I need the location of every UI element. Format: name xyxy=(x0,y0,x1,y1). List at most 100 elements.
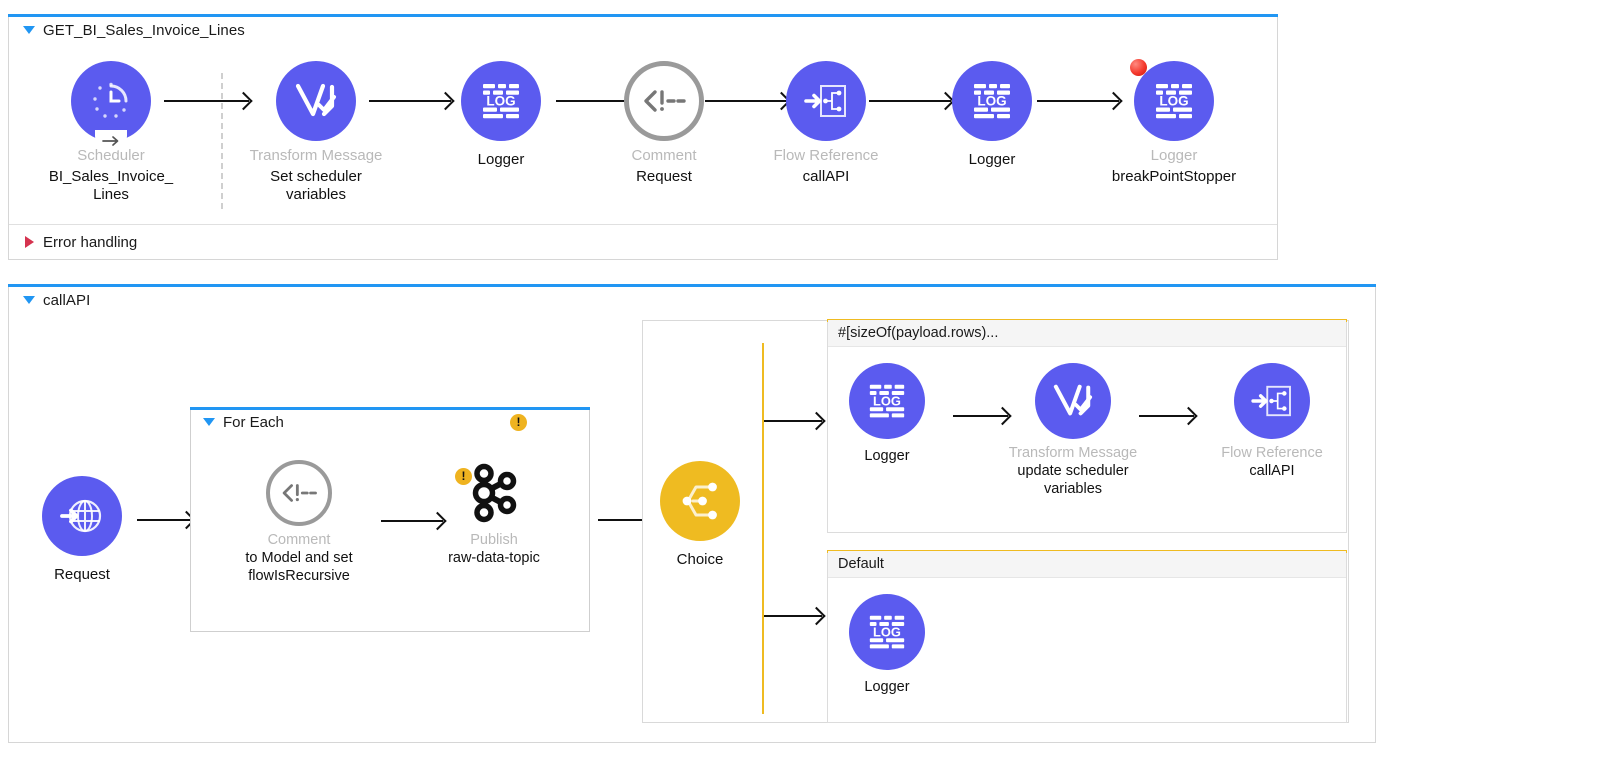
svg-text:LOG: LOG xyxy=(873,393,901,408)
node-scheduler[interactable]: Scheduler BI_Sales_Invoice_Lines xyxy=(31,61,191,204)
flow-panel-accent-bar xyxy=(8,284,1376,287)
transform-message-icon xyxy=(276,61,356,141)
source-separator xyxy=(221,73,223,209)
node-name-label: raw-data-topic xyxy=(448,550,540,567)
node-name-label: Choice xyxy=(676,551,724,568)
node-comment-request[interactable]: Comment Request xyxy=(584,61,744,186)
node-choice[interactable]: Choice xyxy=(620,461,780,569)
collapse-triangle-icon[interactable] xyxy=(23,26,35,34)
node-name-label: Logger xyxy=(968,151,1016,168)
route-header: Default xyxy=(828,551,1346,578)
node-type-label: Flow Reference xyxy=(1221,445,1323,461)
svg-text:LOG: LOG xyxy=(1159,94,1188,109)
breakpoint-indicator-icon[interactable] xyxy=(1130,59,1147,76)
node-type-label: Logger xyxy=(1150,147,1198,164)
svg-text:LOG: LOG xyxy=(873,624,901,639)
node-flow-reference-callapi[interactable]: Flow Reference callAPI xyxy=(746,61,906,186)
flow-reference-icon xyxy=(1234,363,1310,439)
node-name-label: Logger xyxy=(864,448,910,464)
transform-message-icon xyxy=(1035,363,1111,439)
choice-icon xyxy=(660,461,740,541)
node-name-label: Request xyxy=(54,566,110,583)
node-publish-raw-data-topic[interactable]: ! xyxy=(419,460,569,568)
flow-panel-get-bi-sales-invoice-lines[interactable]: GET_BI_Sales_Invoice_Lines xyxy=(8,14,1278,260)
flow-header[interactable]: GET_BI_Sales_Invoice_Lines xyxy=(9,15,609,45)
node-logger-route1[interactable]: LOG Logger xyxy=(812,363,962,466)
connector-arrow xyxy=(953,415,1008,417)
choice-route-default[interactable]: Default LOG xyxy=(827,550,1347,723)
node-type-label: Transform Message xyxy=(249,147,383,164)
scope-for-each[interactable]: For Each ! Comment to Model and se xyxy=(190,407,590,632)
logger-icon: LOG xyxy=(849,363,925,439)
node-type-label: Flow Reference xyxy=(773,147,879,164)
warning-badge-icon[interactable]: ! xyxy=(510,414,527,431)
node-http-request[interactable]: Request xyxy=(2,476,162,584)
connector-arrow xyxy=(1139,415,1194,417)
connector-arrow xyxy=(381,520,443,522)
expand-triangle-icon[interactable] xyxy=(25,236,34,248)
connector-arrow xyxy=(764,420,822,422)
node-logger-1[interactable]: LOG Logger xyxy=(421,61,581,169)
comment-icon xyxy=(266,460,332,526)
choice-route-condition[interactable]: #[sizeOf(payload.rows)... xyxy=(827,319,1347,533)
connector-arrow xyxy=(869,100,951,102)
flow-reference-icon xyxy=(786,61,866,141)
scheduler-arrow-badge xyxy=(95,130,127,152)
node-logger-2[interactable]: LOG Logger xyxy=(912,61,1072,169)
error-handling-label: Error handling xyxy=(43,233,138,251)
node-type-label: Publish xyxy=(470,532,518,548)
http-request-icon xyxy=(42,476,122,556)
node-flow-reference-callapi-route1[interactable]: Flow Reference callAPI xyxy=(1197,363,1347,481)
connector-arrow xyxy=(705,100,787,102)
node-logger-default[interactable]: LOG Logger xyxy=(812,594,962,697)
logger-icon: LOG xyxy=(952,61,1032,141)
connector-arrow xyxy=(556,100,638,102)
node-name-label: callAPI xyxy=(802,167,850,185)
warning-badge-icon[interactable]: ! xyxy=(455,468,472,485)
logger-icon: LOG xyxy=(461,61,541,141)
node-name-label: Logger xyxy=(864,679,910,695)
connector-arrow xyxy=(764,615,822,617)
scheduler-icon xyxy=(71,61,151,152)
node-logger-breakpointstopper[interactable]: LOG Logger breakPointStopper xyxy=(1094,59,1254,186)
flow-panel-accent-bar xyxy=(8,14,1278,17)
scope-title: For Each xyxy=(223,413,284,431)
connector-arrow xyxy=(164,100,249,102)
svg-text:LOG: LOG xyxy=(486,94,515,109)
node-name-label: Request xyxy=(636,167,692,185)
flow-panel-callapi[interactable]: callAPI Request For Each ! xyxy=(8,284,1376,743)
scope-header[interactable]: For Each ! xyxy=(191,408,589,436)
node-type-label: Transform Message xyxy=(1008,445,1138,461)
choice-route-spine xyxy=(762,343,764,714)
svg-text:LOG: LOG xyxy=(977,94,1006,109)
node-name-label: breakPointStopper xyxy=(1111,167,1237,185)
error-handling-section[interactable]: Error handling xyxy=(9,224,1277,259)
node-name-label: BI_Sales_Invoice_Lines xyxy=(48,167,174,204)
logger-icon: LOG xyxy=(1130,59,1214,141)
collapse-triangle-icon[interactable] xyxy=(23,296,35,304)
route-header: #[sizeOf(payload.rows)... xyxy=(828,320,1346,347)
node-name-label: Logger xyxy=(477,151,525,168)
flow-header[interactable]: callAPI xyxy=(9,285,409,315)
connector-arrow xyxy=(137,519,192,521)
route-default-label: Default xyxy=(838,556,884,572)
node-name-label: callAPI xyxy=(1249,463,1295,480)
connector-arrow xyxy=(1037,100,1119,102)
comment-icon xyxy=(624,61,704,141)
node-type-label: Comment xyxy=(267,532,331,548)
kafka-publish-icon: ! xyxy=(455,460,527,526)
choice-router-container[interactable]: Choice #[sizeOf(payload.rows)... xyxy=(642,319,1349,723)
node-type-label: Comment xyxy=(631,147,697,164)
collapse-triangle-icon[interactable] xyxy=(203,418,215,426)
scope-accent-bar xyxy=(190,407,590,410)
node-type-label: Scheduler xyxy=(77,147,145,164)
logger-icon: LOG xyxy=(849,594,925,670)
flow-title: GET_BI_Sales_Invoice_Lines xyxy=(43,21,245,39)
